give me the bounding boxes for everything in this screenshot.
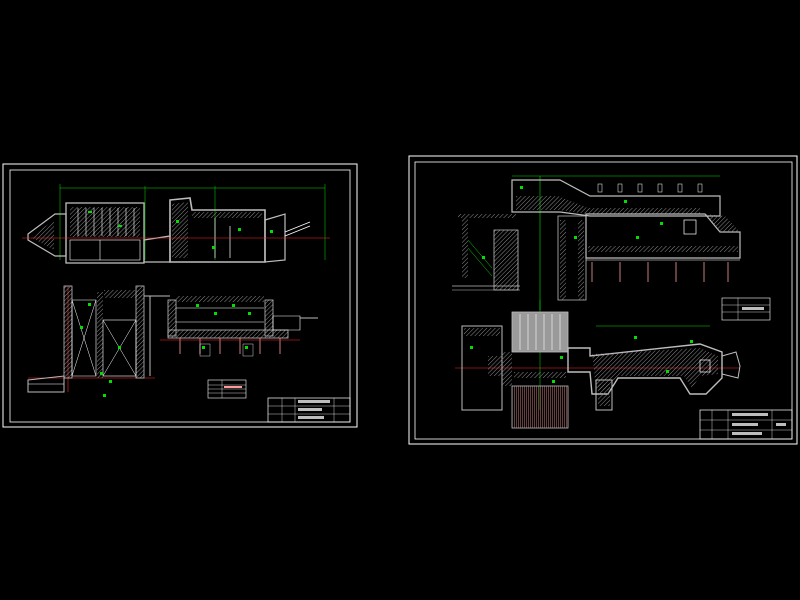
left-title-block[interactable] — [267, 397, 351, 423]
drawing-sheet-left[interactable] — [2, 163, 358, 428]
right-plan-view — [455, 300, 741, 429]
drawing-sheet-right[interactable] — [408, 155, 798, 445]
sheet-right-inner-border — [414, 161, 793, 440]
sheet-left-outer-border — [2, 163, 358, 428]
right-title-block[interactable] — [699, 409, 793, 440]
right-section-view — [452, 175, 741, 310]
left-plan-view — [22, 184, 330, 264]
left-section-view-b — [160, 296, 318, 357]
left-section-view-a — [27, 285, 170, 397]
left-legend-table[interactable] — [207, 379, 247, 399]
right-legend-table[interactable] — [721, 297, 771, 321]
sheet-left-inner-border — [9, 169, 351, 423]
sheet-right-outer-border — [408, 155, 798, 445]
